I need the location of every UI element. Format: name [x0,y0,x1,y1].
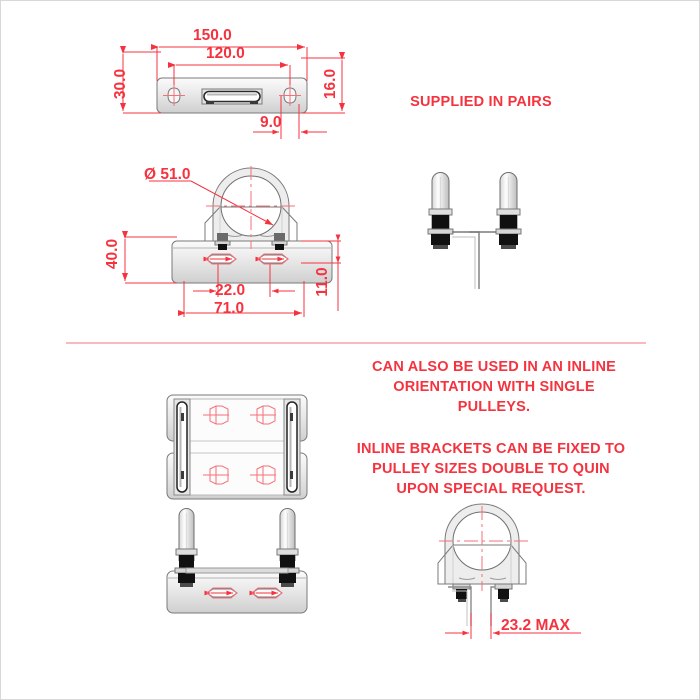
view-side-ubolts [427,172,522,289]
dimension-front-height: 40.0 [104,238,121,270]
note-supplied-in-pairs: SUPPLIED IN PAIRS [410,94,552,110]
dimension-front-slot-centres: 71.0 [214,300,245,317]
view-inline-front [166,508,308,614]
dimension-inline-leg-gap: 23.2 MAX [501,617,570,634]
view-inline-plan [166,394,308,500]
dimension-plan-hole-centres: 120.0 [206,45,245,62]
dimension-plan-edge-to-hole: 16.0 [322,68,339,100]
inline-slot-outlines [209,405,276,485]
note-special-request: INLINE BRACKETS CAN BE FIXED TO PULLEY S… [356,441,626,497]
elevation-slot-outlines [205,253,289,599]
center-marks [163,85,528,596]
dimension-plan-length-overall: 150.0 [193,27,232,44]
dimension-front-plate-height: 11.0 [314,267,331,297]
view-front [171,167,333,284]
dimension-pipe-diameter: Ø 51.0 [144,166,191,183]
dimension-front-slot-width: 22.0 [215,282,246,299]
note-inline-use: CAN ALSO BE USED IN AN INLINE ORIENTATIO… [372,359,616,415]
dimension-lines [120,44,581,639]
dimension-plan-slot-offset: 9.0 [260,114,282,131]
view-plan [156,77,308,114]
dimension-plan-width: 30.0 [112,68,129,100]
